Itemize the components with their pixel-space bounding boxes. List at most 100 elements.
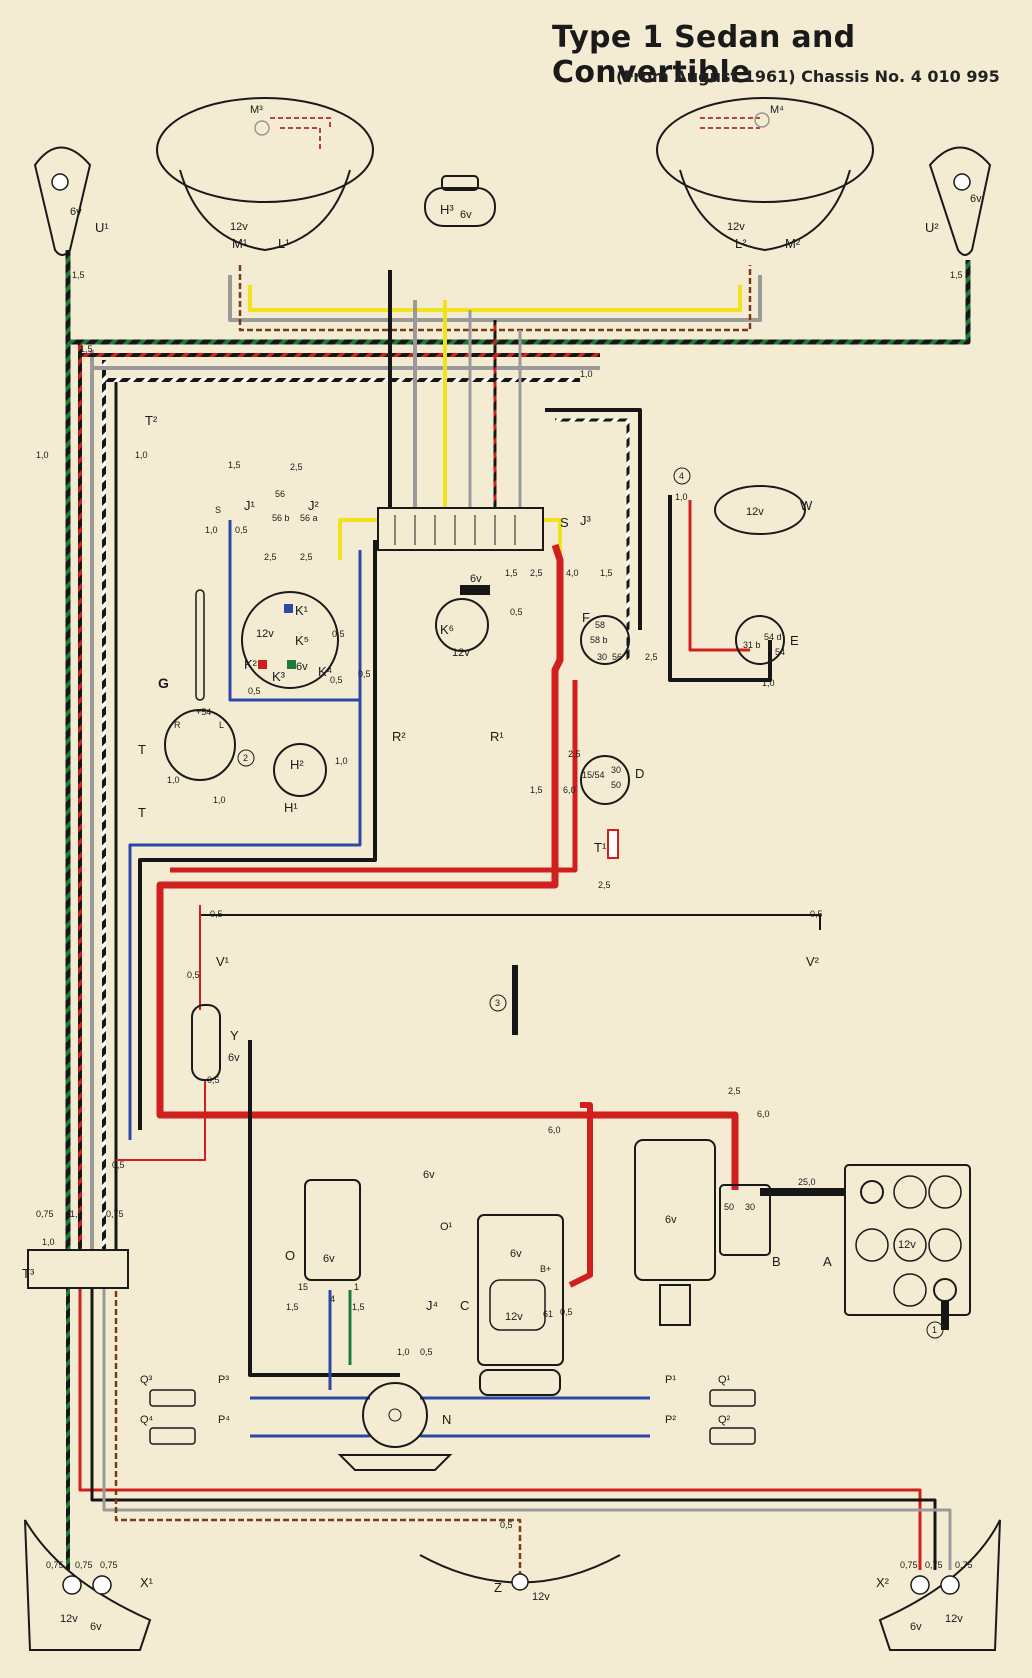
ws-50: 0,5 <box>500 1520 513 1530</box>
voltage-tail-right: 6v <box>910 1621 922 1633</box>
ws-39: 25,0 <box>798 1177 816 1187</box>
term-b-50: 50 <box>724 1202 734 1212</box>
voltage-k3: 6v <box>296 661 308 673</box>
circled-reference-numbers: 1 2 3 4 <box>237 467 944 1339</box>
ws-24: 0,5 <box>330 675 343 685</box>
voltage-tail-left: 12v <box>60 1613 78 1625</box>
ws-21: 0,5 <box>332 629 345 639</box>
label-K4: K⁴ <box>318 664 332 679</box>
spark-plugs-left <box>149 1389 196 1445</box>
label-M3: M³ <box>250 104 263 116</box>
ref-4: 4 <box>679 471 684 481</box>
ws-56: 0,75 <box>955 1560 973 1570</box>
ws-26: 1,0 <box>213 795 226 805</box>
ws-4: 1,0 <box>36 450 49 460</box>
label-T-upper: T <box>138 742 146 757</box>
label-K3: K³ <box>272 669 286 684</box>
term-c-bplus: B+ <box>540 1264 551 1274</box>
label-H2: H² <box>290 757 304 772</box>
term-g-l: L <box>219 720 224 730</box>
headlight-left <box>156 97 374 252</box>
label-Q2: Q² <box>718 1414 731 1426</box>
label-K6: K⁶ <box>440 622 454 637</box>
label-T2: T² <box>145 413 158 428</box>
ws-48: 0,5 <box>420 1347 433 1357</box>
distributor-n <box>337 1382 453 1471</box>
ws-17: 0,5 <box>510 607 523 617</box>
ws-53: 0,75 <box>100 1560 118 1570</box>
ignition-switch-e <box>735 615 785 665</box>
wire-size-labels: 1,5 1,5 1,5 1,0 1,0 1,0 1,5 2,5 1,0 0,5 … <box>36 270 973 1570</box>
term-e-54d: 54 d <box>764 632 782 642</box>
voltage-battery: 12v <box>898 1239 916 1251</box>
label-Q4: Q⁴ <box>140 1414 154 1426</box>
label-C: C <box>460 1298 469 1313</box>
ws-25: 1,0 <box>167 775 180 785</box>
ref-2: 2 <box>243 753 248 763</box>
ws-22: 0,5 <box>358 669 371 679</box>
tail-light-left <box>24 1519 152 1651</box>
term-j1-s: S <box>215 505 221 515</box>
ws-7: 1,5 <box>228 460 241 470</box>
label-E: E <box>790 633 799 648</box>
ws-38: 6,0 <box>548 1125 561 1135</box>
term-o-4: 4 <box>330 1294 335 1304</box>
label-Y: Y <box>230 1028 239 1043</box>
term-c-61: 61 <box>543 1309 553 1319</box>
label-G: G <box>158 675 169 691</box>
ws-6: 1,0 <box>580 369 593 379</box>
label-O1: O¹ <box>440 1221 453 1233</box>
ws-44: 1,0 <box>42 1237 55 1247</box>
voltage-regulator: 12v <box>505 1311 523 1323</box>
label-T1: T¹ <box>594 840 607 855</box>
voltage-labels: 6v 6v 6v 12v 12v 12v 6v 12v 12v 6v 6v 6v… <box>60 193 982 1633</box>
term-f-58b: 58 b <box>590 635 608 645</box>
voltage-z: 12v <box>532 1591 550 1603</box>
label-M4: M⁴ <box>770 104 784 116</box>
ws-16: 1,5 <box>600 568 613 578</box>
turn-signal-front-left <box>33 146 92 256</box>
label-H1: H¹ <box>284 800 298 815</box>
ws-2: 1,5 <box>950 270 963 280</box>
term-j2-56b: 56 b <box>272 513 290 523</box>
label-P4: P⁴ <box>218 1414 230 1426</box>
voltage-h3: 6v <box>460 209 472 221</box>
ws-28: 2,5 <box>568 749 581 759</box>
ws-9: 1,0 <box>205 525 218 535</box>
label-V2: V² <box>806 954 820 969</box>
voltage-generator: 6v <box>510 1248 522 1260</box>
ws-15: 4,0 <box>566 568 579 578</box>
term-g-r: R <box>174 720 181 730</box>
ws-32: 0,5 <box>210 909 223 919</box>
term-o-15: 15 <box>298 1282 308 1292</box>
ws-29: 1,5 <box>530 785 543 795</box>
label-O: O <box>285 1248 295 1263</box>
voltage-u2: 6v <box>970 193 982 205</box>
label-U1: U¹ <box>95 220 109 235</box>
label-L1: L¹ <box>278 236 290 251</box>
ws-23: 0,5 <box>248 686 261 696</box>
ws-1: 1,5 <box>72 270 85 280</box>
label-M2: M² <box>785 236 801 251</box>
ws-5: 1,0 <box>135 450 148 460</box>
ws-27: 1,0 <box>335 756 348 766</box>
brake-light-switch-y <box>191 1004 221 1081</box>
label-B: B <box>772 1254 781 1269</box>
label-N: N <box>442 1412 451 1427</box>
voltage-w: 12v <box>746 506 764 518</box>
ws-36: 2,5 <box>728 1086 741 1096</box>
label-J2: J² <box>308 498 320 513</box>
ref-1: 1 <box>932 1325 937 1335</box>
ws-31: 2,5 <box>598 880 611 890</box>
label-J4: J⁴ <box>426 1298 438 1313</box>
voltage-o1: 6v <box>423 1169 435 1181</box>
label-K2: K² <box>244 657 258 672</box>
label-U2: U² <box>925 220 939 235</box>
label-S: S <box>560 515 569 530</box>
ws-45: 1,5 <box>286 1302 299 1312</box>
label-V1: V¹ <box>216 954 230 969</box>
ws-43: 0,75 <box>106 1209 124 1219</box>
ws-41: 0,75 <box>36 1209 54 1219</box>
terminal-labels: 30 50 15/54 50 30 B+ 61 15 4 1 31 b 54 d… <box>174 489 785 1319</box>
